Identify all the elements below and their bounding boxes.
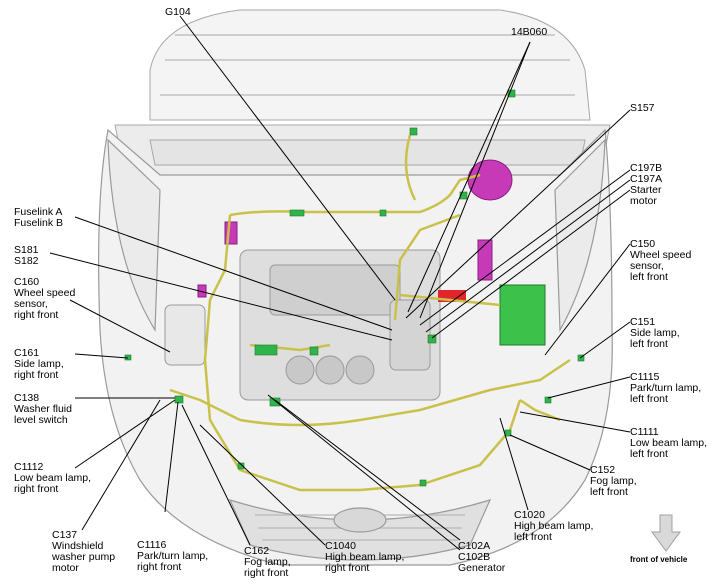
label-line: Side lamp, — [630, 327, 680, 339]
label-line: G104 — [165, 6, 191, 18]
label-line: C160 — [14, 276, 40, 288]
label-c137: C137 Windshield washer pump motor — [52, 530, 115, 574]
label-c1112: C1112 Low beam lamp, right front — [14, 462, 91, 495]
label-line: High beam lamp, — [325, 551, 405, 563]
label-line: C102A — [458, 540, 491, 552]
label-line: Low beam lamp, — [14, 472, 92, 484]
label-line: Fog lamp, — [244, 556, 291, 568]
label-c1040: C1040 High beam lamp, right front — [325, 541, 404, 574]
label-line: S182 — [14, 255, 39, 267]
label-line: right front — [244, 567, 289, 579]
label-line: left front — [630, 338, 668, 350]
label-line: C137 — [52, 529, 78, 541]
label-c160: C160 Wheel speed sensor, right front — [14, 277, 75, 321]
label-line: right front — [14, 483, 59, 495]
label-line: left front — [590, 486, 628, 498]
cowl — [114, 124, 611, 176]
label-line: left front — [514, 531, 552, 543]
label-line: C1040 — [325, 540, 356, 552]
label-line: 14B060 — [511, 26, 548, 38]
label-c151: C151 Side lamp, left front — [630, 317, 680, 350]
connectors — [124, 89, 585, 487]
label-line: C152 — [590, 464, 616, 476]
label-line: Washer fluid — [14, 403, 72, 415]
label-line: C138 — [14, 392, 40, 404]
label-line: C150 — [630, 238, 656, 250]
label-c161: C161 Side lamp, right front — [14, 348, 64, 381]
label-line: Wheel speed — [14, 287, 76, 299]
label-line: C1112 — [14, 461, 44, 473]
label-c1111: C1111 Low beam lamp, left front — [630, 427, 707, 460]
label-line: Starter — [630, 184, 662, 196]
label-line: right front — [137, 561, 182, 573]
label-line: sensor, — [14, 298, 48, 310]
label-c1020: C1020 High beam lamp, left front — [514, 510, 593, 543]
label-line: Park/turn lamp, — [630, 382, 702, 394]
label-c1116: C1116 Park/turn lamp, right front — [137, 540, 208, 573]
label-line: C1115 — [630, 371, 660, 383]
label-line: level switch — [14, 414, 68, 426]
label-c150: C150 Wheel speed sensor, left front — [630, 239, 691, 283]
leader-lines — [49, 15, 631, 551]
engine — [164, 249, 546, 401]
label-line: motor — [630, 195, 657, 207]
label-line: Fuselink B — [14, 217, 64, 229]
label-line: C161 — [14, 347, 40, 359]
label-line: Generator — [458, 562, 506, 574]
label-line: C102B — [458, 551, 491, 563]
label-line: Fog lamp, — [590, 475, 637, 487]
label-line: C197B — [630, 162, 663, 174]
label-line: motor — [52, 562, 79, 574]
label-fuselink: Fuselink A Fuselink B — [14, 207, 63, 229]
label-line: Wheel speed — [630, 249, 692, 261]
label-line: sensor, — [630, 260, 664, 272]
label-c138: C138 Washer fluid level switch — [14, 393, 72, 426]
wiring-harness — [169, 134, 571, 492]
label-line: C162 — [244, 545, 270, 557]
label-line: Windshield — [52, 540, 104, 552]
label-g104: G104 — [165, 7, 191, 18]
label-line: Side lamp, — [14, 358, 64, 370]
label-line: S181 — [14, 244, 39, 256]
label-line: Low beam lamp, — [630, 437, 708, 449]
label-line: left front — [630, 271, 668, 283]
label-line: Fuselink A — [14, 206, 63, 218]
label-line: C1020 — [514, 509, 545, 521]
label-s181: S181 S182 — [14, 245, 39, 267]
label-c1115: C1115 Park/turn lamp, left front — [630, 372, 701, 405]
label-line: Park/turn lamp, — [137, 550, 209, 562]
arrow-down-icon — [651, 514, 681, 552]
label-line: C1116 — [137, 539, 167, 551]
label-line: left front — [630, 448, 668, 460]
label-c102: C102A C102B Generator — [458, 541, 505, 574]
label-line: right front — [325, 562, 370, 574]
label-c162: C162 Fog lamp, right front — [244, 546, 291, 579]
label-line: C197A — [630, 173, 663, 185]
front-of-vehicle-label: front of vehicle — [630, 555, 688, 564]
label-c152: C152 Fog lamp, left front — [590, 465, 637, 498]
label-line: S157 — [630, 102, 655, 114]
label-line: C151 — [630, 316, 656, 328]
label-line: High beam lamp, — [514, 520, 594, 532]
label-c197: C197B C197A Starter motor — [630, 163, 662, 207]
label-14b060: 14B060 — [511, 27, 547, 38]
label-line: right front — [14, 309, 59, 321]
label-line: C1111 — [630, 426, 659, 438]
label-line: left front — [630, 393, 668, 405]
label-line: washer pump — [52, 551, 116, 563]
label-s157: S157 — [630, 103, 655, 114]
label-line: right front — [14, 369, 59, 381]
